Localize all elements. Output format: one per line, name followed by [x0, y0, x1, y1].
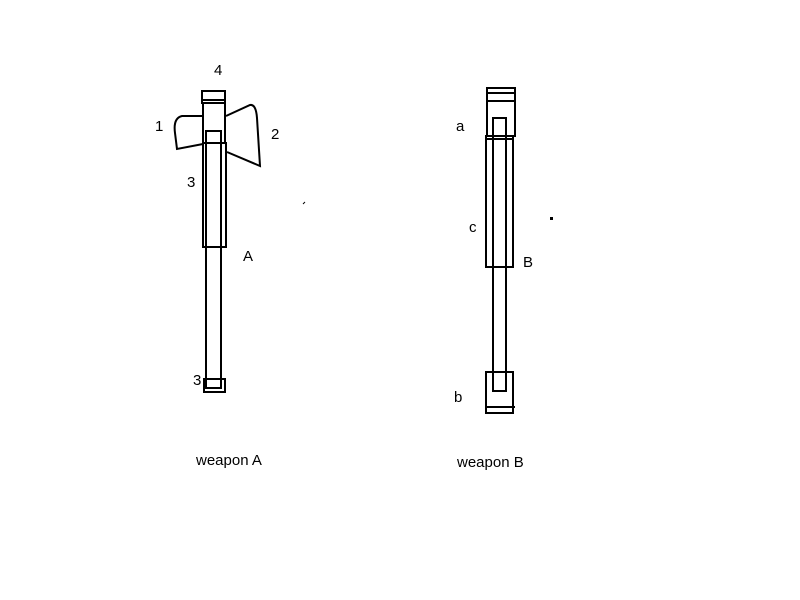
weapon-a-label-top: 4 — [214, 62, 222, 79]
stray-mark — [302, 201, 306, 205]
weapon-a-caption: weapon A — [195, 452, 262, 469]
weapon-a-label-bottom: 3 — [193, 372, 201, 389]
weapon-a-sleeve — [202, 142, 227, 248]
weapon-b-shaft — [492, 117, 507, 392]
weapon-b-label-top: a — [456, 118, 465, 135]
weapon-a-bottom-cap — [203, 378, 226, 393]
weapon-a-shaft — [205, 130, 222, 389]
weapon-b-bottom-cap — [485, 371, 514, 414]
stray-dot — [550, 217, 553, 220]
weapon-a-drawing — [173, 90, 262, 393]
weapon-a-right-blade — [225, 103, 262, 168]
weapon-a-label-left-blade: 1 — [155, 118, 163, 135]
weapon-b-sleeve — [485, 135, 514, 268]
weapon-b-label-part: B — [523, 254, 533, 271]
weapon-a-top-cap — [201, 90, 226, 104]
weapon-a-left-blade — [173, 115, 204, 151]
weapon-b-caption: weapon B — [456, 454, 524, 471]
weapon-b-label-middle: c — [469, 219, 477, 236]
weapon-a-label-sleeve: 3 — [187, 174, 195, 191]
weapon-b-top-cap — [486, 87, 516, 102]
weapon-b-label-bottom: b — [454, 389, 462, 406]
weapon-a-label-part: A — [243, 248, 253, 265]
weapon-a-label-right-blade: 2 — [271, 126, 279, 143]
weapon-b-drawing — [485, 87, 516, 414]
